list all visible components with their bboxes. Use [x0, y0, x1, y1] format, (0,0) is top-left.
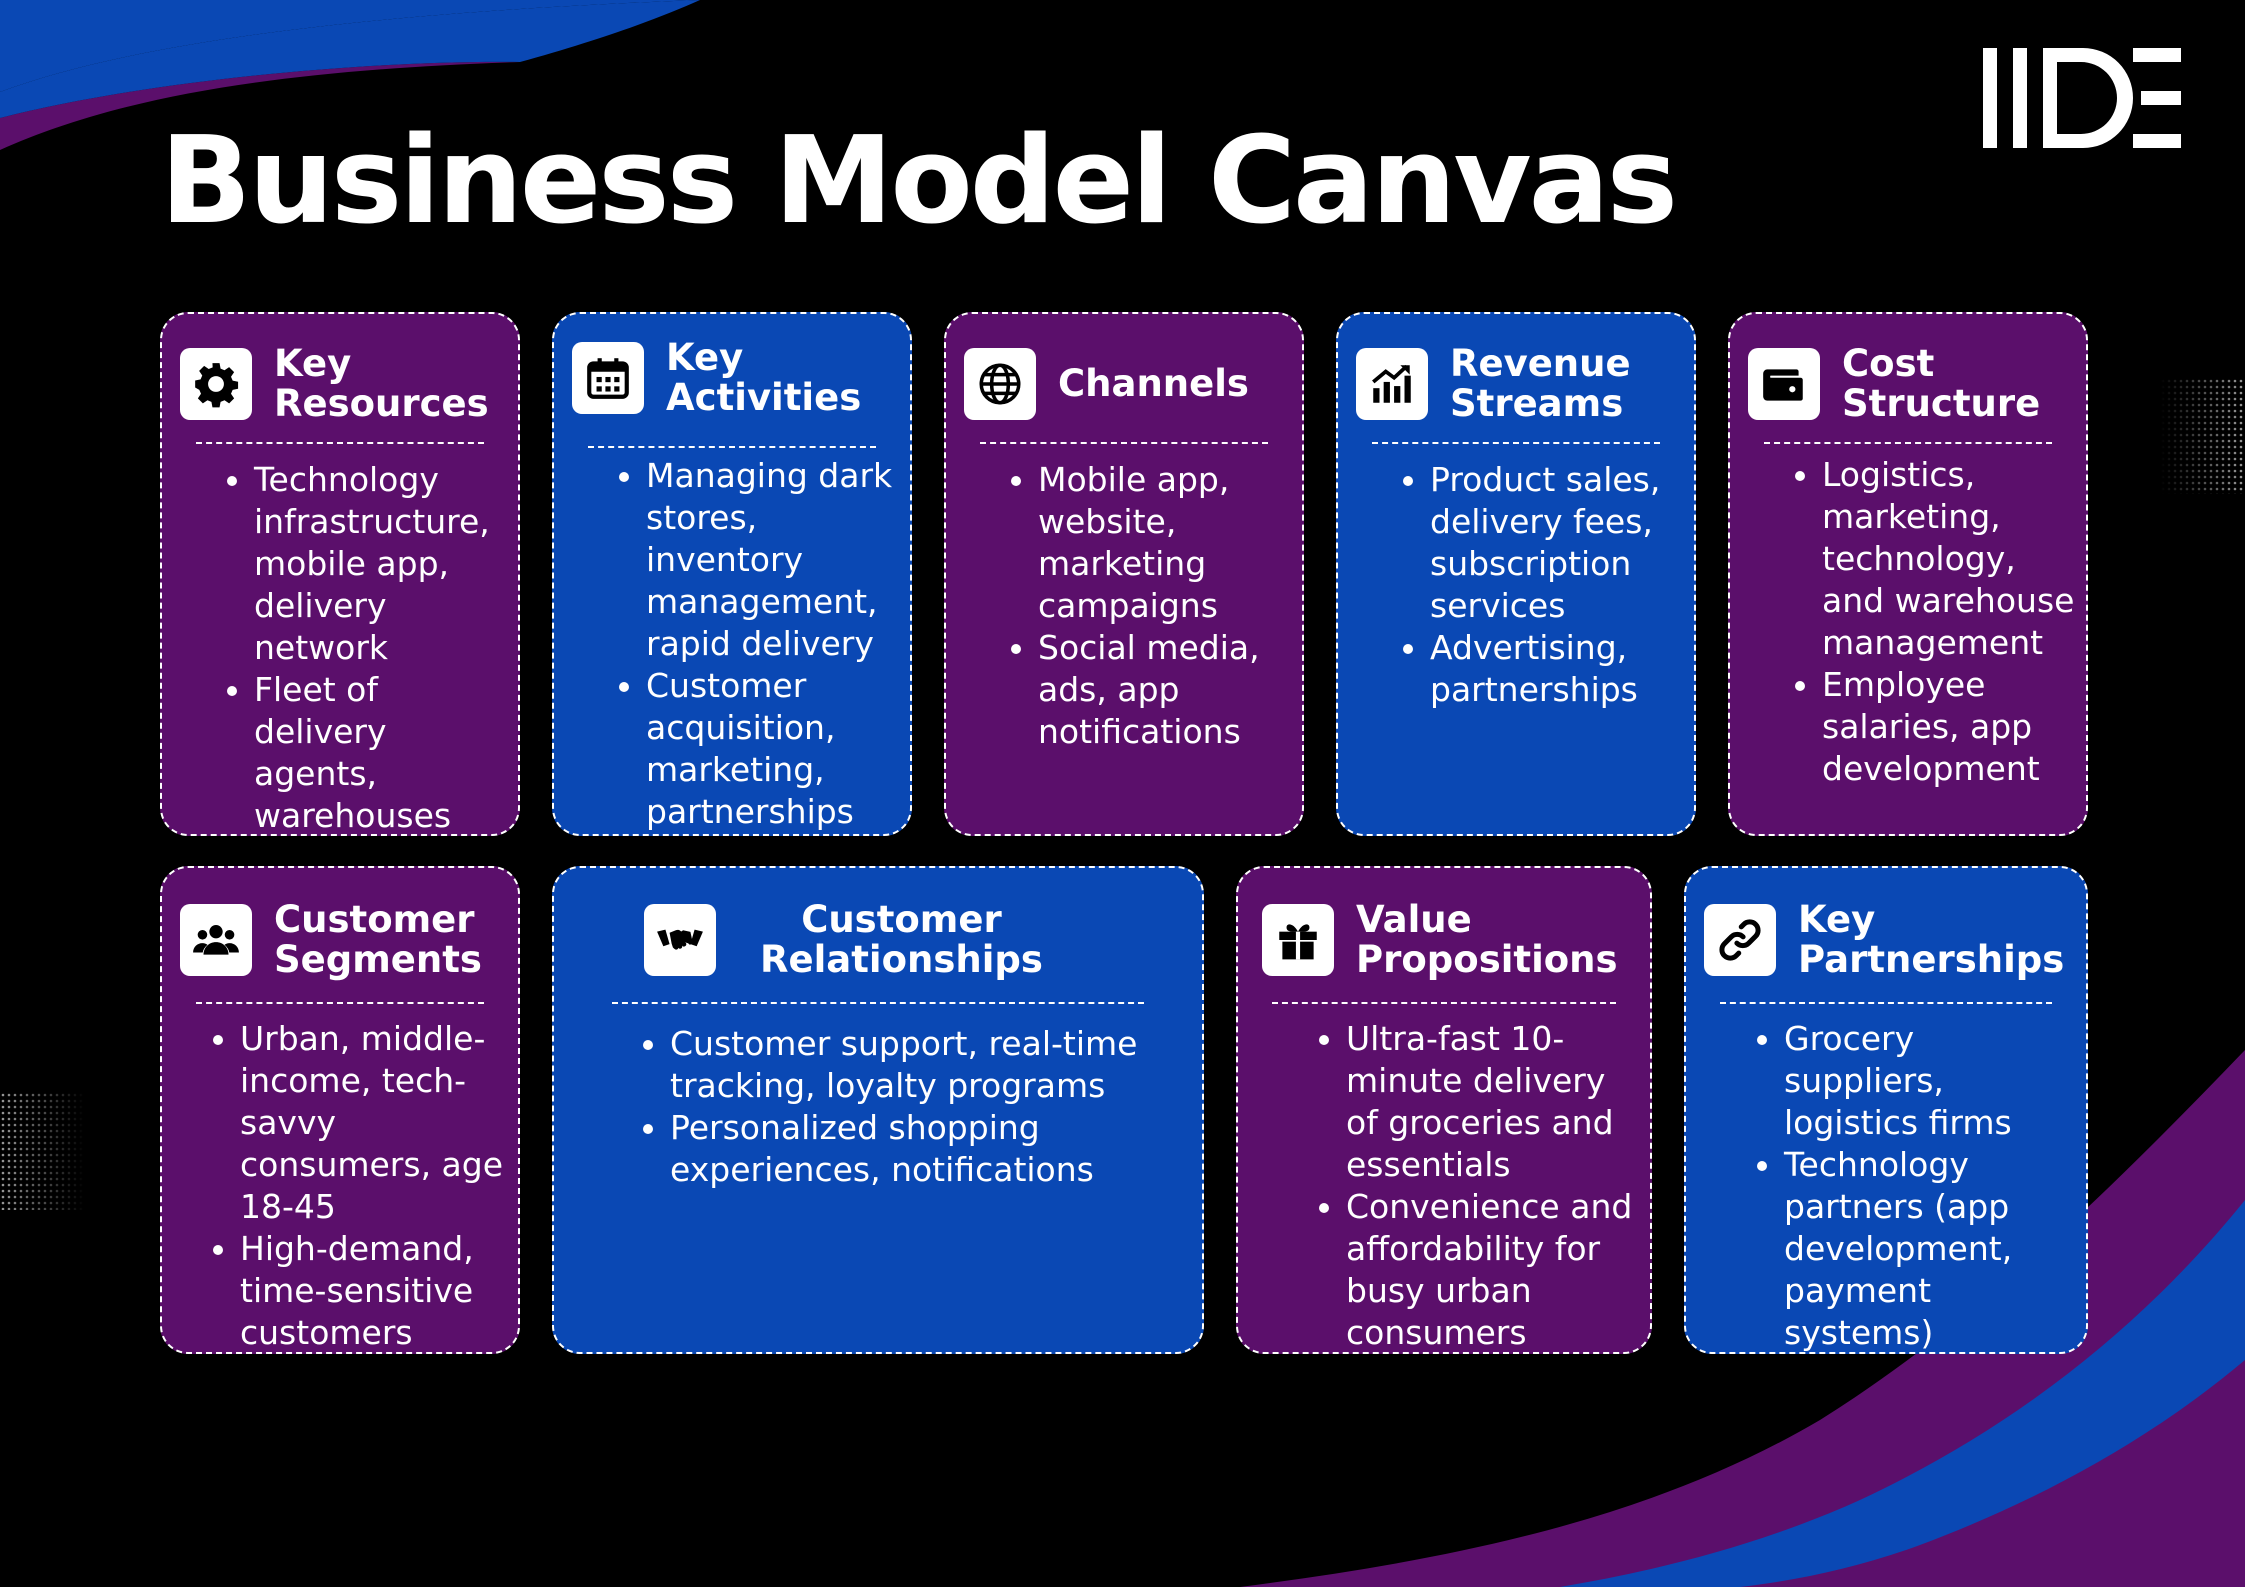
bullet-list: Product sales, delivery fees, subscripti…: [1372, 459, 1686, 711]
card-customer-segments: Customer Segments Urban, middle-income, …: [160, 866, 520, 1354]
card-header: Value Propositions: [1262, 898, 1632, 981]
bullet-list: Logistics, marketing, technology, and wa…: [1764, 454, 2078, 790]
handshake-icon: [644, 904, 716, 976]
bullet-list: Urban, middle-income, tech-savvy consume…: [182, 1018, 510, 1352]
card-key-partnerships: Key Partnerships Grocery suppliers, logi…: [1684, 866, 2088, 1354]
list-item: Mobile app, website, marketing campaigns: [1038, 459, 1294, 627]
separator: [612, 1002, 1144, 1004]
list-item: Social media, ads, app notifications: [1038, 627, 1294, 753]
link-icon: [1704, 904, 1776, 976]
bar-chart-icon: [1356, 348, 1428, 420]
list-item: High-demand, time-sensitive customers: [240, 1228, 510, 1352]
card-title: Customer Relationships: [760, 898, 1043, 981]
card-revenue-streams: Revenue Streams Product sales, delivery …: [1336, 312, 1696, 836]
card-title: Cost Structure: [1842, 342, 2041, 425]
list-item: Grocery suppliers, logistics firms: [1784, 1018, 2078, 1144]
card-channels: Channels Mobile app, website, marketing …: [944, 312, 1304, 836]
card-cost-structure: Cost Structure Logistics, marketing, tec…: [1728, 312, 2088, 836]
separator: [196, 442, 484, 444]
card-title: Revenue Streams: [1450, 342, 1631, 425]
separator: [1720, 1002, 2052, 1004]
card-title: Key Activities: [666, 336, 862, 419]
card-title: Key Partnerships: [1798, 898, 2065, 981]
globe-icon: [964, 348, 1036, 420]
card-header: Key Activities: [572, 336, 892, 419]
card-header: Channels: [964, 342, 1284, 422]
separator: [1764, 442, 2052, 444]
separator: [588, 446, 876, 448]
card-title: Channels: [1058, 362, 1249, 405]
card-title: Customer Segments: [274, 898, 482, 981]
card-key-activities: Key Activities Managing dark stores, inv…: [552, 312, 912, 836]
card-header: Cost Structure: [1748, 342, 2068, 425]
gift-icon: [1262, 904, 1334, 976]
users-icon: [180, 904, 252, 976]
separator: [196, 1002, 484, 1004]
list-item: Fleet of delivery agents, warehouses: [254, 669, 510, 834]
bullet-list: Mobile app, website, marketing campaigns…: [980, 459, 1294, 753]
card-key-resources: Key Resources Technology infrastructure,…: [160, 312, 520, 836]
bullet-list: Grocery suppliers, logistics firms Techn…: [1726, 1018, 2078, 1352]
gear-icon: [180, 348, 252, 420]
bullet-list: Ultra-fast 10-minute delivery of groceri…: [1288, 1018, 1642, 1352]
list-item: Urban, middle-income, tech-savvy consume…: [240, 1018, 510, 1228]
list-item: Technology partners (app development, pa…: [1784, 1144, 2078, 1352]
separator: [980, 442, 1268, 444]
list-item: Technology infrastructure, mobile app, d…: [254, 459, 510, 669]
iide-logo: [1983, 48, 2181, 148]
separator: [1372, 442, 1660, 444]
list-item: Ultra-fast 10-minute delivery of groceri…: [1346, 1018, 1642, 1186]
calendar-icon: [572, 342, 644, 414]
list-item: Personalized shopping experiences, notif…: [670, 1107, 1194, 1191]
list-item: Product sales, delivery fees, subscripti…: [1430, 459, 1686, 627]
bullet-list: Technology infrastructure, mobile app, d…: [196, 459, 510, 834]
list-item: Logistics, marketing, technology, and wa…: [1822, 454, 2078, 664]
card-header: Customer Segments: [180, 898, 500, 981]
card-title: Key Resources: [274, 342, 489, 425]
list-item: Advertising, partnerships: [1430, 627, 1686, 711]
list-item: Customer support, real-time tracking, lo…: [670, 1023, 1194, 1107]
card-header: Revenue Streams: [1356, 342, 1676, 425]
card-header: Key Resources: [180, 342, 500, 425]
list-item: Employee salaries, app development: [1822, 664, 2078, 790]
list-item: Convenience and affordability for busy u…: [1346, 1186, 1642, 1352]
card-header: Customer Relationships: [644, 898, 1184, 981]
bullet-list: Customer support, real-time tracking, lo…: [612, 1023, 1194, 1191]
separator: [1272, 1002, 1616, 1004]
card-header: Key Partnerships: [1704, 898, 2068, 981]
card-title: Value Propositions: [1356, 898, 1618, 981]
page-title: Business Model Canvas: [160, 112, 1678, 251]
list-item: Customer acquisition, marketing, partner…: [646, 665, 902, 833]
card-customer-relationships: Customer Relationships Customer support,…: [552, 866, 1204, 1354]
card-value-propositions: Value Propositions Ultra-fast 10-minute …: [1236, 866, 1652, 1354]
bullet-list: Managing dark stores, inventory manageme…: [588, 455, 902, 833]
wallet-icon: [1748, 348, 1820, 420]
list-item: Managing dark stores, inventory manageme…: [646, 455, 902, 665]
